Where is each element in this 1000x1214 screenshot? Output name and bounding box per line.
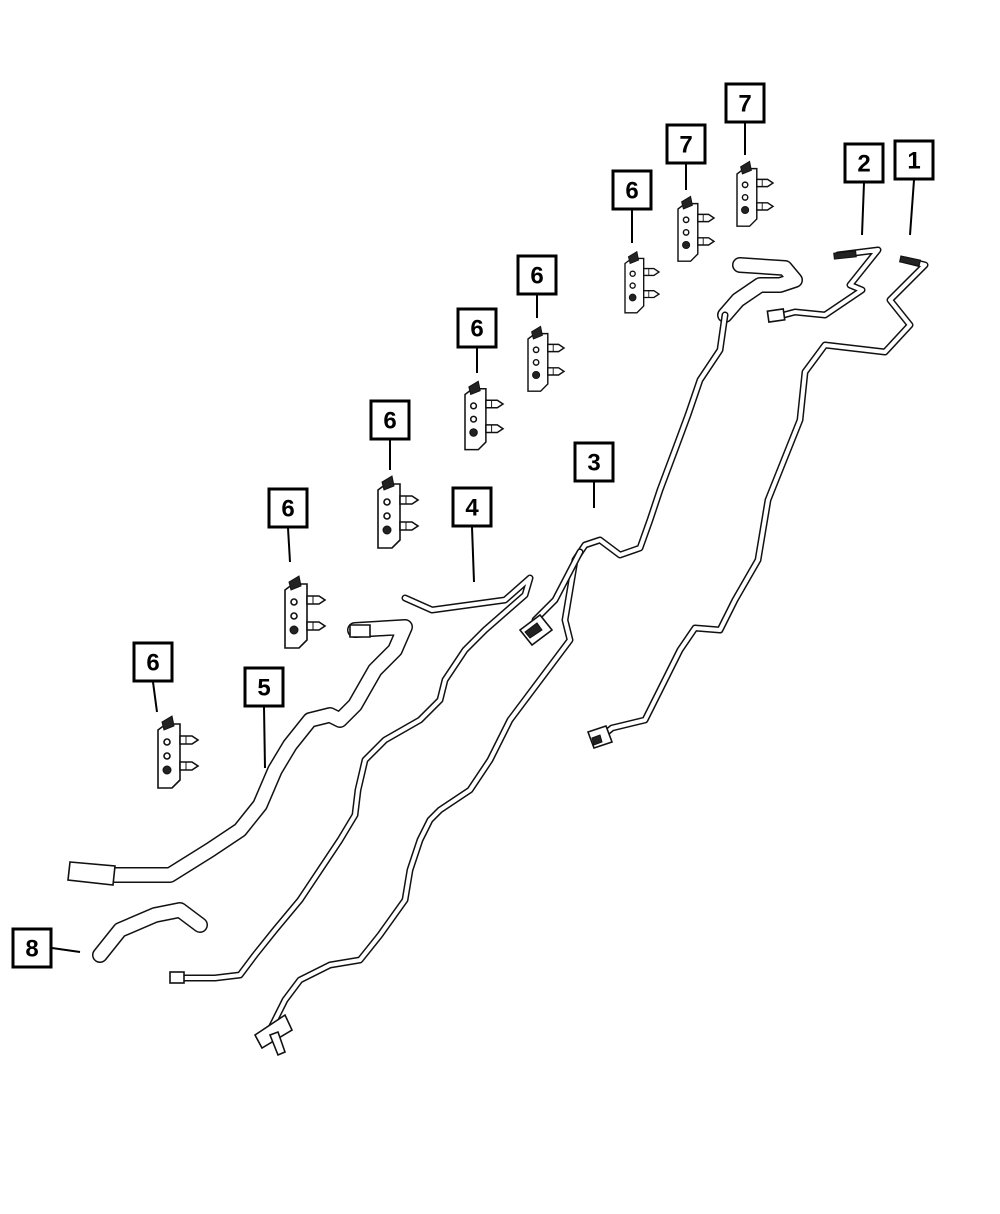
callout-leaders <box>51 123 915 953</box>
callout-label: 6 <box>530 263 543 290</box>
callout-box <box>451 486 493 528</box>
callout-1: 1 <box>893 139 935 181</box>
callout-leader-1 <box>909 179 915 236</box>
clip-bracket <box>624 250 661 314</box>
callout-box <box>132 641 174 683</box>
callout-label: 8 <box>25 936 38 963</box>
callout-box <box>893 139 935 181</box>
callout-box <box>516 254 558 296</box>
callout-label: 7 <box>679 132 692 159</box>
callout-leader-8 <box>51 947 81 953</box>
callout-box <box>243 666 285 708</box>
callout-box <box>267 487 309 529</box>
clip-bracket <box>464 380 505 451</box>
hose-end <box>67 861 116 886</box>
callout-label: 6 <box>470 316 483 343</box>
clip-bracket <box>377 475 420 549</box>
tee-fitting <box>253 1013 294 1050</box>
callout-3: 3 <box>573 441 615 483</box>
tube-end-fitting <box>899 255 921 267</box>
callout-6: 6 <box>516 254 558 296</box>
callout-5: 5 <box>243 666 285 708</box>
clip-bracket <box>736 160 775 227</box>
callout-leader-5 <box>263 706 266 769</box>
callout-label: 1 <box>907 148 920 175</box>
callout-boxes: 1 2 3 4 5 6 6 6 6 6 6 7 7 8 <box>11 82 935 969</box>
callout-label: 5 <box>257 675 270 702</box>
callout-leader-6 <box>152 681 158 713</box>
tube-end-fitting <box>833 250 857 260</box>
callout-8: 8 <box>11 927 53 969</box>
callout-box <box>573 441 615 483</box>
callout-box <box>369 399 411 441</box>
callout-label: 3 <box>587 450 600 477</box>
tube-part-2 <box>766 246 882 323</box>
callout-7: 7 <box>724 82 766 124</box>
callout-leader-2 <box>861 182 865 236</box>
callout-6: 6 <box>611 169 653 211</box>
tube-end-nut <box>766 308 786 323</box>
callout-2: 2 <box>843 142 885 184</box>
clip-bracket <box>157 715 200 789</box>
tube-part-5 <box>67 619 413 886</box>
callout-label: 6 <box>625 178 638 205</box>
clip-bracket <box>527 325 566 392</box>
callout-4: 4 <box>451 486 493 528</box>
callout-label: 6 <box>281 496 294 523</box>
callout-6: 6 <box>456 307 498 349</box>
tube-part-4 <box>169 574 534 984</box>
tube-end-nut <box>169 971 185 984</box>
hose-end <box>349 624 371 638</box>
clips-group <box>157 160 775 789</box>
callout-box <box>843 142 885 184</box>
callout-box <box>665 123 707 165</box>
callout-label: 7 <box>738 91 751 118</box>
tube-part-1 <box>586 255 929 750</box>
callout-box <box>724 82 766 124</box>
callout-6: 6 <box>369 399 411 441</box>
callout-label: 4 <box>465 495 479 522</box>
callout-7: 7 <box>665 123 707 165</box>
callout-leader-4 <box>471 526 475 583</box>
callout-label: 6 <box>383 408 396 435</box>
tube-part-3 <box>253 257 803 1057</box>
callout-box <box>611 169 653 211</box>
callout-box <box>11 927 53 969</box>
callout-6: 6 <box>267 487 309 529</box>
callout-box <box>456 307 498 349</box>
callout-label: 2 <box>857 151 870 178</box>
callout-leader-6 <box>287 527 291 563</box>
callout-6: 6 <box>132 641 174 683</box>
clip-bracket <box>284 575 327 649</box>
callout-label: 6 <box>146 650 159 677</box>
clip-bracket <box>677 195 716 262</box>
hose-part-8 <box>92 902 208 963</box>
